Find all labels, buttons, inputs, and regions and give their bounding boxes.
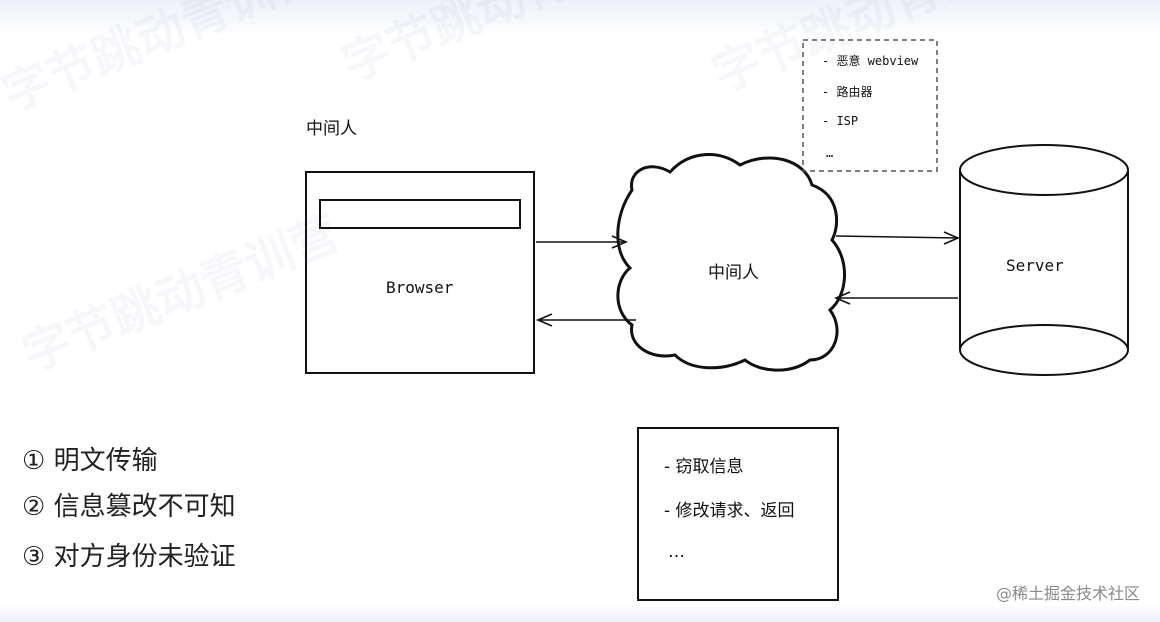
arrow-mitm-to-server	[835, 231, 961, 245]
risk-item: ③ 对方身份未验证	[22, 542, 236, 572]
server-cylinder-bottom	[959, 324, 1130, 376]
credit-watermark: @稀土掘金技术社区	[995, 584, 1140, 603]
server-cylinder-body	[959, 170, 1129, 350]
action-item: - 窃取信息	[664, 457, 744, 477]
source-item: - 恶意 webview	[822, 54, 919, 68]
attack-actions-box	[637, 427, 839, 601]
arrow-mitm-to-browser	[535, 313, 636, 327]
risk-item: ② 信息篡改不可知	[22, 492, 236, 522]
attacker-sources-box	[802, 39, 938, 172]
top-band	[0, 0, 1160, 34]
browser-window	[305, 171, 535, 374]
source-item: - ISP	[822, 114, 859, 128]
action-item: - 修改请求、返回	[664, 501, 795, 521]
source-item: …	[826, 146, 834, 160]
arrow-server-to-mitm	[833, 291, 958, 305]
browser-label: Browser	[386, 278, 454, 297]
browser-address-bar	[319, 199, 521, 229]
risk-item: ① 明文传输	[22, 446, 158, 476]
arrow-browser-to-mitm	[536, 235, 629, 249]
server-cylinder-top	[959, 144, 1129, 196]
bottom-band	[0, 604, 1160, 622]
source-item: - 路由器	[822, 85, 873, 99]
server-label: Server	[1006, 256, 1064, 275]
cloud-mitm-label: 中间人	[708, 263, 759, 283]
top-mitm-label: 中间人	[306, 119, 357, 139]
action-item: …	[668, 542, 685, 562]
